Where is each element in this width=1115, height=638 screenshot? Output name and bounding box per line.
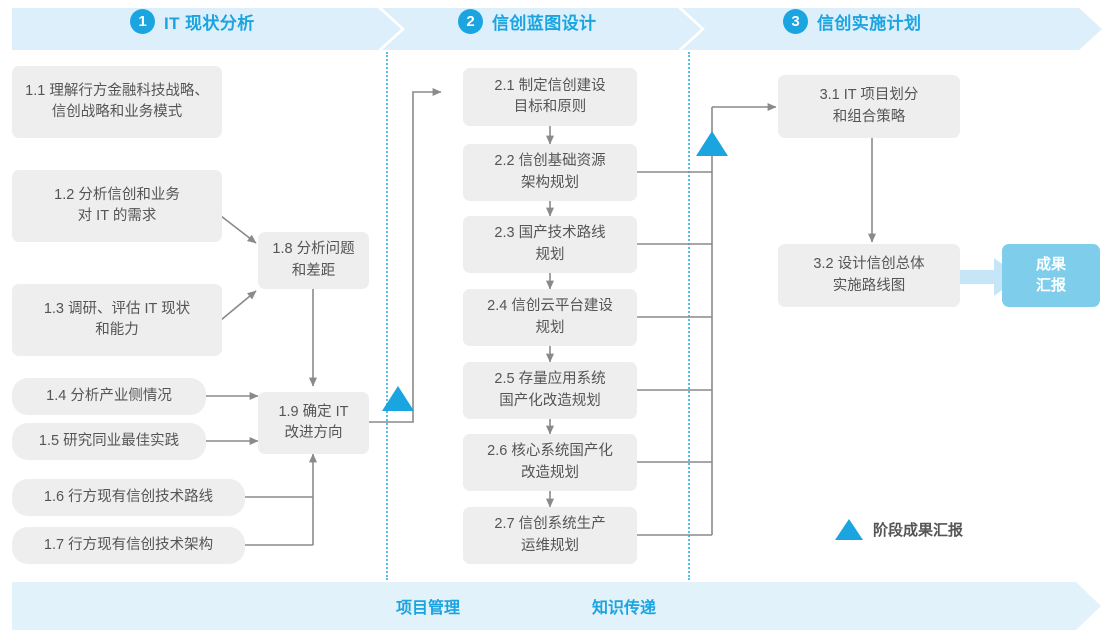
footer-band	[12, 582, 1102, 635]
phase-divider-left	[386, 52, 388, 580]
process-box-label: 3.2 设计信创总体 实施路线图	[813, 256, 925, 294]
process-box-1-8[interactable]: 1.8 分析问题 和差距	[258, 232, 369, 289]
phase-band-1	[12, 8, 402, 50]
process-box-1-1[interactable]: 1.1 理解行方金融科技战略、 信创战略和业务模式	[12, 66, 222, 138]
process-box-label: 2.5 存量应用系统 国产化改造规划	[494, 371, 606, 409]
phase-title-3: 信创实施计划	[817, 13, 922, 33]
process-box-label: 1.6 行方现有信创技术路线	[43, 488, 214, 505]
process-box-2-4[interactable]: 2.4 信创云平台建设 规划	[463, 289, 637, 346]
milestone-triangle-icon	[835, 519, 863, 540]
footer-item-label: 知识传递	[592, 600, 657, 617]
process-box-label: 2.4 信创云平台建设 规划	[487, 298, 613, 336]
process-box-label: 1.8 分析问题 和差距	[272, 241, 355, 279]
process-box-2-6[interactable]: 2.6 核心系统国产化 改造规划	[463, 434, 637, 491]
phase-label-2: 2 信创蓝图设计	[458, 0, 596, 42]
process-box-2-5[interactable]: 2.5 存量应用系统 国产化改造规划	[463, 362, 637, 419]
process-box-3-1[interactable]: 3.1 IT 项目划分 和组合策略	[778, 75, 960, 138]
process-box-label: 2.7 信创系统生产 运维规划	[494, 516, 606, 554]
process-box-1-6[interactable]: 1.6 行方现有信创技术路线	[12, 479, 245, 516]
process-box-label: 1.3 调研、评估 IT 现状 和能力	[43, 300, 191, 338]
process-box-label: 1.2 分析信创和业务 对 IT 的需求	[54, 186, 180, 224]
process-box-1-3[interactable]: 1.3 调研、评估 IT 现状 和能力	[12, 284, 222, 356]
process-box-1-7[interactable]: 1.7 行方现有信创技术架构	[12, 527, 245, 564]
process-box-2-7[interactable]: 2.7 信创系统生产 运维规划	[463, 507, 637, 564]
process-box-label: 1.4 分析产业侧情况	[46, 387, 172, 404]
process-box-1-9[interactable]: 1.9 确定 IT 改进方向	[258, 392, 369, 454]
process-box-label: 2.1 制定信创建设 目标和原则	[494, 77, 606, 115]
process-box-label: 1.9 确定 IT 改进方向	[278, 403, 349, 441]
process-box-2-3[interactable]: 2.3 国产技术路线 规划	[463, 216, 637, 273]
phase-number-3: 3	[783, 8, 808, 34]
process-box-1-4[interactable]: 1.4 分析产业侧情况	[12, 378, 206, 415]
footer-item-project-management[interactable]: 项目管理	[396, 582, 460, 630]
process-box-label: 2.3 国产技术路线 规划	[494, 225, 606, 263]
process-box-1-5[interactable]: 1.5 研究同业最佳实践	[12, 423, 206, 460]
phase-title-2: 信创蓝图设计	[492, 13, 597, 33]
legend-label: 阶段成果汇报	[873, 522, 964, 539]
legend: 阶段成果汇报	[835, 519, 963, 540]
process-box-1-2[interactable]: 1.2 分析信创和业务 对 IT 的需求	[12, 170, 222, 242]
result-box-label: 成果 汇报	[1035, 256, 1066, 294]
process-box-label: 2.6 核心系统国产化 改造规划	[487, 443, 613, 481]
phase-number-2: 2	[458, 8, 483, 34]
result-box[interactable]: 成果 汇报	[1002, 244, 1100, 307]
milestone-triangle-phase2	[696, 131, 728, 156]
process-box-label: 1.1 理解行方金融科技战略、 信创战略和业务模式	[25, 82, 209, 120]
footer-item-label: 项目管理	[396, 600, 461, 617]
process-box-label: 2.2 信创基础资源 架构规划	[494, 153, 606, 191]
process-box-label: 1.7 行方现有信创技术架构	[43, 536, 214, 553]
process-box-3-2[interactable]: 3.2 设计信创总体 实施路线图	[778, 244, 960, 307]
process-box-2-2[interactable]: 2.2 信创基础资源 架构规划	[463, 144, 637, 201]
phase-number-1: 1	[130, 8, 155, 34]
process-box-label: 3.1 IT 项目划分 和组合策略	[819, 87, 919, 125]
process-box-label: 1.5 研究同业最佳实践	[38, 432, 180, 449]
phase-label-3: 3 信创实施计划	[783, 0, 921, 42]
phase-divider-right	[688, 52, 690, 580]
footer-item-knowledge-transfer[interactable]: 知识传递	[592, 582, 656, 630]
phase-title-1: IT 现状分析	[164, 13, 255, 33]
phase-label-1: 1 IT 现状分析	[130, 0, 255, 42]
process-box-2-1[interactable]: 2.1 制定信创建设 目标和原则	[463, 68, 637, 126]
